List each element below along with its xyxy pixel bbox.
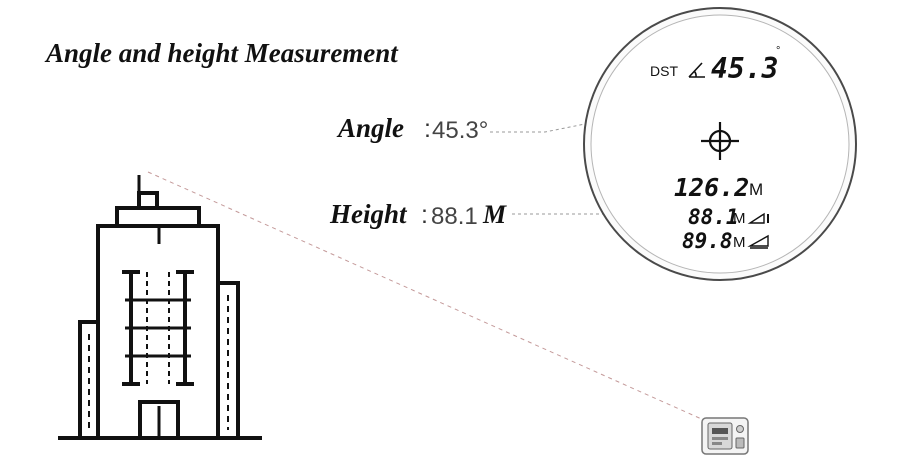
height-value: 88.1 [431,203,478,230]
height-triangle-icon [747,212,769,224]
display-mode-label: DST [650,63,678,79]
height-unit-label: M [483,200,507,229]
degree-mark: ° [776,45,780,57]
angle-icon [688,62,705,78]
height-reading: 88.1 [688,205,739,229]
scope-view: DST 45.3 ° 126.2 M 88.1 M 89.8 M [583,7,857,281]
crosshair-icon [701,122,739,160]
distance-reading: 126.2 [674,173,749,202]
distance-unit: M [749,180,763,199]
angle-value: 45.3° [432,117,489,144]
horizontal-reading: 89.8 [682,229,733,253]
height-separator: : [421,201,428,229]
height-label: Height [330,199,407,229]
angle-reading: 45.3 [711,52,778,85]
angle-separator: : [424,115,431,143]
page-title: Angle and height Measurement [46,38,398,68]
angle-label: Angle [338,113,405,143]
horizontal-unit: M [733,234,746,251]
building-icon [58,175,262,440]
height-unit: M [733,210,746,227]
horizontal-triangle-icon [747,234,769,249]
rangefinder-icon [701,417,749,455]
